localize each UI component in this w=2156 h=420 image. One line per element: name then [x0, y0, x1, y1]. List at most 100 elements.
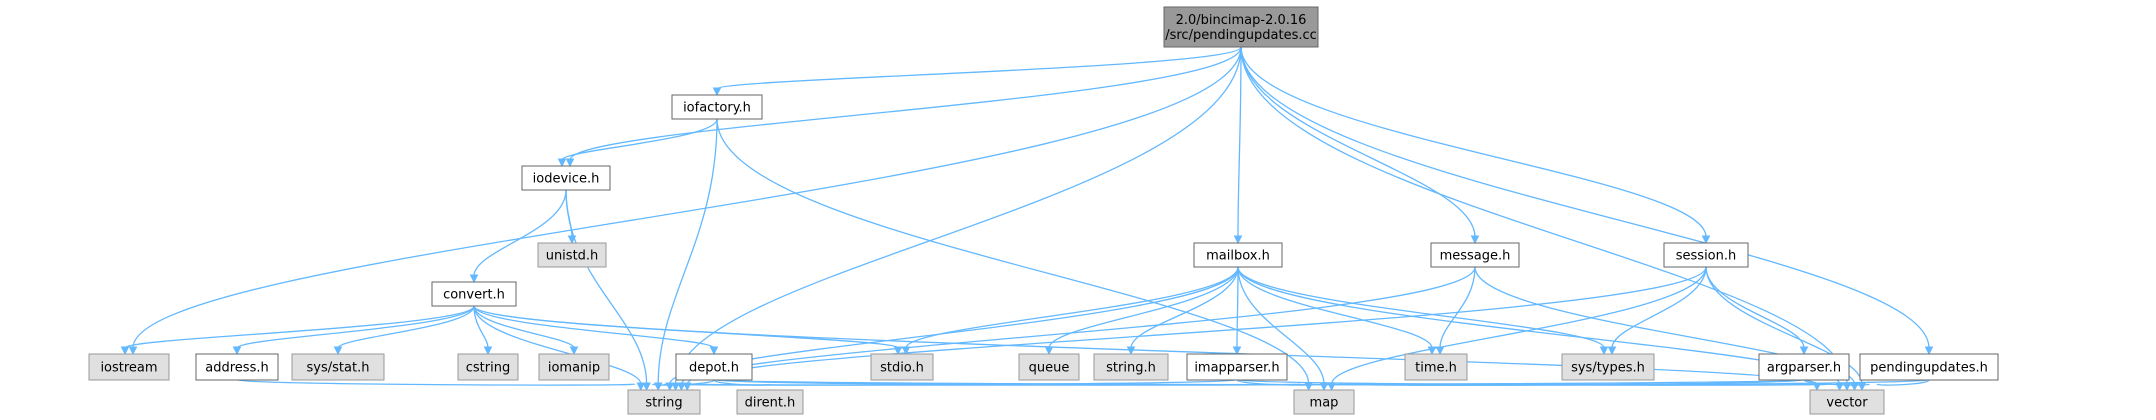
node-label-stdio: stdio.h [880, 361, 924, 376]
node-label-iomanip: iomanip [548, 361, 600, 376]
node-iomanip: iomanip [538, 353, 610, 381]
node-sysstat: sys/stat.h [291, 353, 385, 381]
edge-root-to-session [1240, 46, 1711, 245]
node-box-session [1663, 242, 1749, 268]
node-box-cstring [457, 353, 519, 381]
node-cstring: cstring [457, 353, 519, 381]
node-box-string [627, 389, 701, 415]
node-box-imapparser [1186, 353, 1288, 381]
node-iostream: iostream [88, 353, 170, 381]
node-label-mailbox: mailbox.h [1206, 249, 1270, 264]
node-root[interactable]: 2.0/bincimap-2.0.16/src/pendingupdates.c… [1163, 6, 1319, 48]
node-stdio: stdio.h [870, 353, 934, 381]
edge-root-to-message [1240, 46, 1480, 245]
node-box-dirent [736, 389, 804, 415]
node-box-iostream [88, 353, 170, 381]
node-box-address [195, 353, 279, 381]
edge-root-to-pendingupdates [1240, 46, 1934, 356]
node-label-message: message.h [1440, 249, 1511, 264]
node-label-queue: queue [1029, 361, 1070, 376]
node-imapparser[interactable]: imapparser.h [1186, 353, 1288, 381]
node-box-message [1430, 242, 1520, 268]
edge-iofactory-to-iodevice [557, 118, 718, 168]
node-box-unistd [537, 242, 607, 268]
node-timeh: time.h [1404, 353, 1468, 381]
edge-convert-to-address [232, 305, 475, 356]
edge-message-to-timeh [1435, 266, 1476, 356]
node-unistd: unistd.h [537, 242, 607, 268]
node-label-string: string [645, 396, 682, 411]
node-dirent: dirent.h [736, 389, 804, 415]
node-label-cstring: cstring [466, 361, 510, 376]
edge-convert-to-sysstat [333, 305, 475, 356]
edge-root-to-iostream [128, 46, 1242, 356]
node-label-convert: convert.h [443, 288, 505, 303]
node-label-dirent: dirent.h [745, 396, 796, 411]
nodes: 2.0/bincimap-2.0.16/src/pendingupdates.c… [88, 6, 1999, 415]
node-label-address: address.h [205, 361, 268, 376]
node-box-iodevice [521, 165, 611, 191]
node-argparser[interactable]: argparser.h [1758, 353, 1850, 381]
node-label-unistd: unistd.h [546, 249, 599, 264]
node-convert[interactable]: convert.h [431, 281, 517, 307]
edge-convert-to-string [473, 305, 646, 392]
edge-mailbox-to-imapparser [1232, 266, 1242, 356]
node-box-queue [1018, 353, 1080, 381]
node-iodevice[interactable]: iodevice.h [521, 165, 611, 191]
edge-root-to-iodevice [565, 46, 1242, 168]
node-label-map: map [1310, 396, 1339, 411]
edge-convert-to-iomanip [473, 305, 579, 356]
node-box-sysstat [291, 353, 385, 381]
node-box-mailbox [1193, 242, 1283, 268]
node-vector: vector [1809, 389, 1885, 415]
edge-root-to-mailbox [1233, 46, 1243, 245]
node-depot[interactable]: depot.h [675, 353, 753, 381]
node-label-sysstat: sys/stat.h [307, 361, 370, 376]
node-box-map [1293, 389, 1355, 415]
edge-iodevice-to-convert [469, 189, 567, 284]
node-box-iomanip [538, 353, 610, 381]
node-label-vector: vector [1826, 396, 1868, 411]
node-label-imapparser: imapparser.h [1194, 361, 1279, 376]
node-label-iofactory: iofactory.h [683, 101, 751, 116]
node-box-depot [675, 353, 753, 381]
node-label-root: 2.0/bincimap-2.0.16 [1176, 13, 1307, 28]
node-label-session: session.h [1676, 249, 1737, 264]
node-label-depot: depot.h [689, 361, 739, 376]
edge-mailbox-to-queue [1044, 266, 1239, 356]
edge-convert-to-depot [473, 305, 719, 356]
edge-root-to-iofactory [712, 46, 1242, 97]
node-mailbox[interactable]: mailbox.h [1193, 242, 1283, 268]
node-box-pendingupdates [1859, 353, 1999, 381]
edge-argparser-to-map [1335, 379, 1805, 398]
node-address[interactable]: address.h [195, 353, 279, 381]
node-string: string [627, 389, 701, 415]
node-label-argparser: argparser.h [1767, 361, 1841, 376]
node-box-systypes [1561, 353, 1655, 381]
edge-address-to-string [236, 379, 640, 398]
node-message[interactable]: message.h [1430, 242, 1520, 268]
node-iofactory[interactable]: iofactory.h [671, 94, 763, 120]
node-label-systypes: sys/types.h [1571, 361, 1645, 376]
node-box-argparser [1758, 353, 1850, 381]
node-box-root [1163, 6, 1319, 48]
node-box-stringh [1093, 353, 1169, 381]
node-map: map [1293, 389, 1355, 415]
node-label-iostream: iostream [100, 361, 157, 376]
edge-mailbox-to-stdio [901, 266, 1239, 356]
edges [120, 46, 1934, 398]
node-label-root: /src/pendingupdates.cc [1165, 28, 1317, 43]
edge-iodevice-to-unistd [565, 189, 577, 245]
node-box-convert [431, 281, 517, 307]
node-box-stdio [870, 353, 934, 381]
edge-session-to-systypes [1607, 266, 1707, 356]
node-label-stringh: string.h [1106, 361, 1156, 376]
node-box-timeh [1404, 353, 1468, 381]
node-label-pendingupdates: pendingupdates.h [1870, 361, 1988, 376]
edge-session-to-argparser [1705, 266, 1809, 356]
node-box-vector [1809, 389, 1885, 415]
node-pendingupdates[interactable]: pendingupdates.h [1859, 353, 1999, 381]
node-session[interactable]: session.h [1663, 242, 1749, 268]
node-systypes: sys/types.h [1561, 353, 1655, 381]
edge-mailbox-to-stringh [1126, 266, 1239, 356]
